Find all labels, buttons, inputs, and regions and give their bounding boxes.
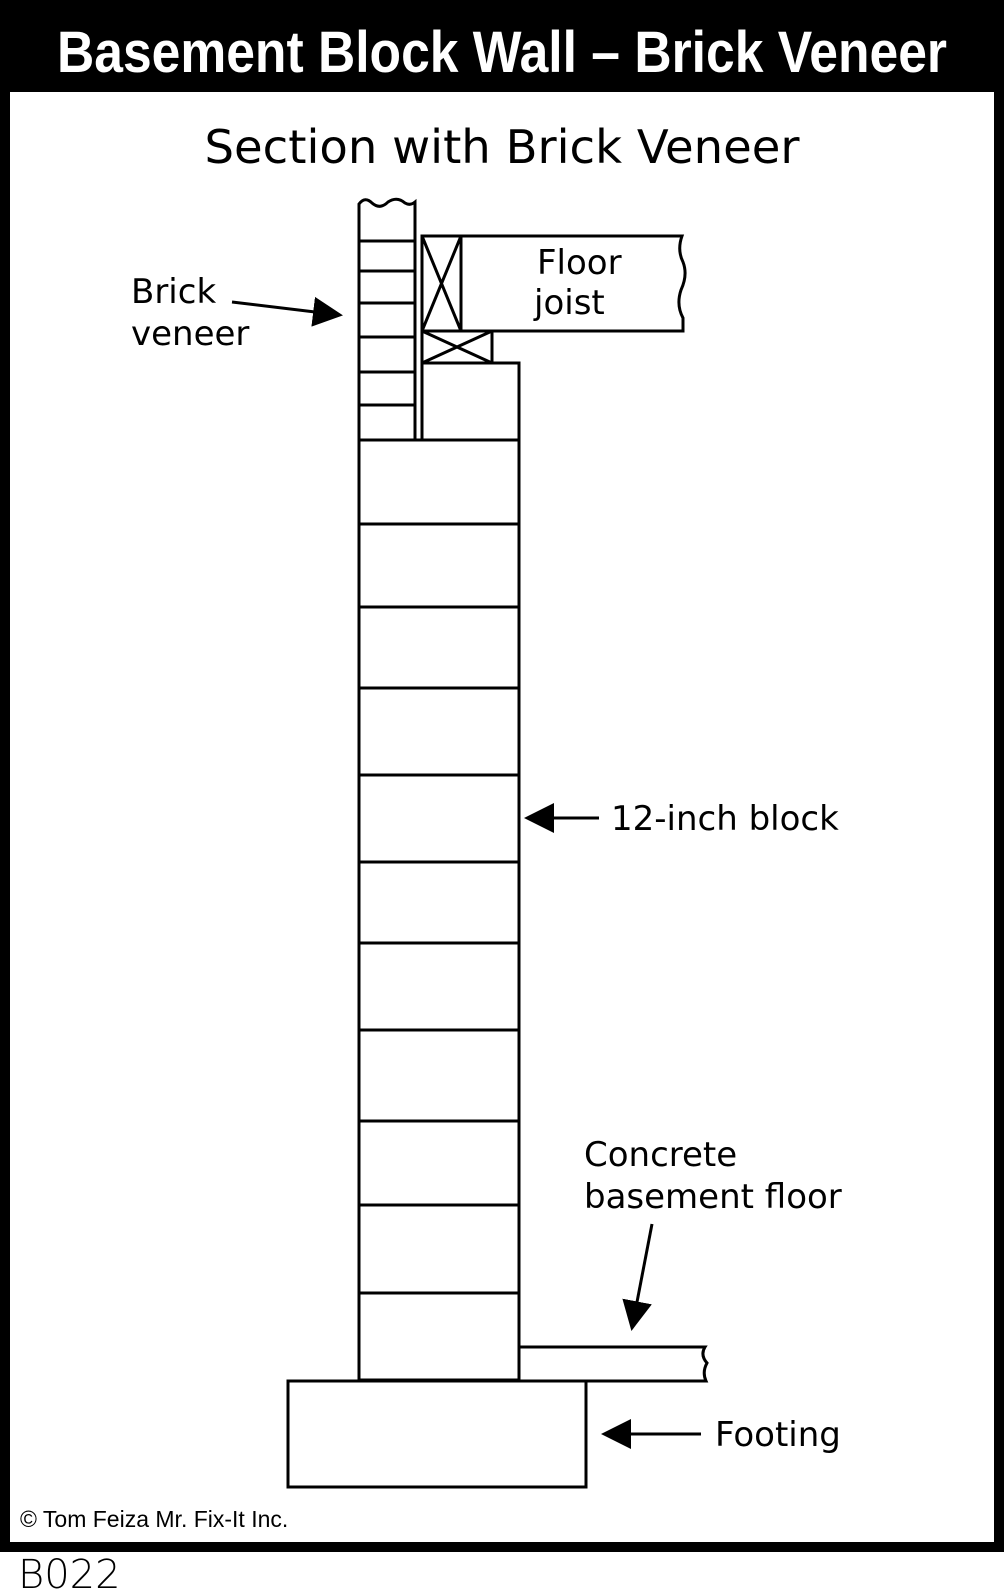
arrow-brick-veneer — [231, 296, 343, 327]
brick-veneer — [357, 197, 417, 442]
label-12-inch-block: 12-inch block — [611, 799, 839, 839]
border-left — [0, 88, 10, 1550]
label-footing: Footing — [715, 1415, 841, 1455]
block-wall — [357, 438, 521, 1382]
border-right — [994, 88, 1004, 1550]
figure-code: B022 — [18, 1552, 121, 1592]
border-bottom — [0, 1542, 1004, 1552]
label-concrete-floor-line1: Concrete — [584, 1135, 737, 1175]
diagram-subtitle: Section with Brick Veneer — [205, 120, 800, 174]
label-brick-veneer-line1: Brick — [131, 272, 216, 312]
page-title: Basement Block Wall – Brick Veneer — [57, 20, 947, 85]
label-floor-joist-line1: Floor — [537, 243, 622, 283]
label-brick-veneer-line2: veneer — [131, 314, 249, 354]
label-floor-joist-line2: joist — [533, 283, 605, 323]
top-block — [420, 361, 521, 442]
arrow-concrete-floor — [622, 1223, 654, 1331]
label-concrete-floor-line2: basement floor — [584, 1177, 842, 1217]
title-bar — [0, 0, 1004, 92]
floor-joist — [420, 234, 687, 333]
sill-plate — [420, 329, 494, 365]
copyright-notice: © Tom Feiza Mr. Fix-It Inc. — [20, 1506, 288, 1532]
concrete-floor-slab — [519, 1345, 709, 1383]
footing — [286, 1379, 588, 1489]
